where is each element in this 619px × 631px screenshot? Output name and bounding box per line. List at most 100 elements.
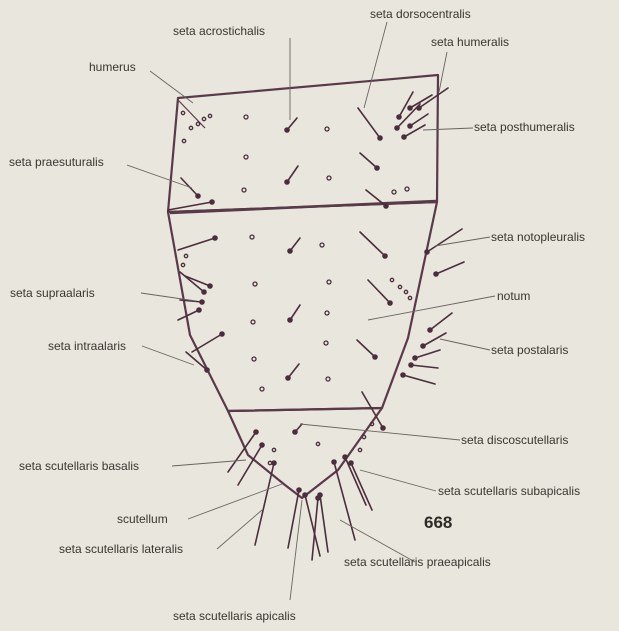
leader-scutellaris-apicalis [290,500,302,600]
bristle [434,262,464,276]
socket [408,296,411,299]
setal-sockets [181,111,411,464]
socket [327,176,331,180]
leader-postalaris [440,339,490,350]
leader-supraalaris [141,293,196,301]
leader-intraalaris [142,346,194,365]
socket [181,263,184,266]
socket [189,126,192,129]
bristle [186,352,209,372]
bristle [293,424,302,434]
socket [272,448,275,451]
bristle [428,313,452,332]
label-seta-acrostichalis: seta acrostichalis [173,24,265,38]
bristle [409,363,438,368]
label-seta-dorsocentralis: seta dorsocentralis [370,7,471,21]
socket [260,387,264,391]
bristle [417,88,448,110]
label-seta-scutellaris-basalis: seta scutellaris basalis [19,459,139,473]
socket [196,122,199,125]
bristle [192,332,224,352]
label-humerus: humerus [89,60,136,74]
socket [398,285,401,288]
bristle [288,238,300,253]
socket [405,187,409,191]
socket [268,461,271,464]
labels: seta acrostichalis seta dorsocentralis s… [9,7,585,623]
label-seta-discoscutellaris: seta discoscutellaris [461,433,568,447]
scutellum-outline [228,408,382,498]
socket [362,435,365,438]
bristle [421,333,446,348]
bristle [360,153,379,170]
socket [182,139,185,142]
socket [253,282,257,286]
bristle [285,166,298,184]
label-seta-praesuturalis: seta praesuturalis [9,155,104,169]
socket [316,442,319,445]
bristle [413,350,440,360]
label-seta-intraalaris: seta intraalaris [48,339,126,353]
setae [168,88,464,560]
bristle [286,364,299,380]
leader-scutellaris-subapicalis [360,470,436,491]
label-seta-scutellaris-lateralis: seta scutellaris lateralis [59,542,183,556]
socket [320,243,324,247]
bristle [401,373,435,384]
bristle [402,125,425,139]
leader-scutellum [188,484,282,519]
leader-dorsocentralis [364,22,387,108]
bristle [178,236,217,250]
bristle [228,430,258,472]
bristle [358,108,382,140]
bristle [288,305,300,322]
socket [324,341,328,345]
bristle [343,455,366,505]
socket [208,114,211,117]
leader-humeralis [439,52,447,92]
bristle [285,118,297,132]
bristle [168,200,214,210]
leader-posthumeralis [423,128,473,130]
figure-number: 668 [424,513,452,532]
socket [244,115,248,119]
socket [242,188,246,192]
leader-humerus [150,71,193,103]
socket [250,235,254,239]
socket [390,278,393,281]
bristle [181,178,200,198]
bristle [357,340,377,359]
leader-discoscutellaris [300,424,460,440]
socket [251,320,255,324]
bristle [178,308,201,320]
bristle [368,280,392,305]
socket [358,448,361,451]
socket [244,155,248,159]
label-seta-scutellaris-praeapicalis: seta scutellaris praeapicalis [344,555,491,569]
socket [326,377,330,381]
label-seta-postalaris: seta postalaris [491,343,568,357]
label-notum: notum [497,289,530,303]
label-seta-notopleuralis: seta notopleuralis [491,230,585,244]
socket [327,280,331,284]
socket [202,117,205,120]
bristle [360,232,387,258]
label-seta-humeralis: seta humeralis [431,35,509,49]
socket [184,254,187,257]
socket [181,111,184,114]
label-seta-supraalaris: seta supraalaris [10,286,95,300]
bristle [318,493,328,552]
bristle [349,461,372,510]
socket [404,290,407,293]
label-scutellum: scutellum [117,512,168,526]
bristle [255,461,276,545]
notum-outline [168,202,437,411]
socket [252,357,256,361]
prescutum-outline [168,75,438,212]
socket [325,311,329,315]
label-seta-posthumeralis: seta posthumeralis [474,120,575,134]
label-seta-scutellaris-subapicalis: seta scutellaris subapicalis [438,484,580,498]
socket [325,127,329,131]
